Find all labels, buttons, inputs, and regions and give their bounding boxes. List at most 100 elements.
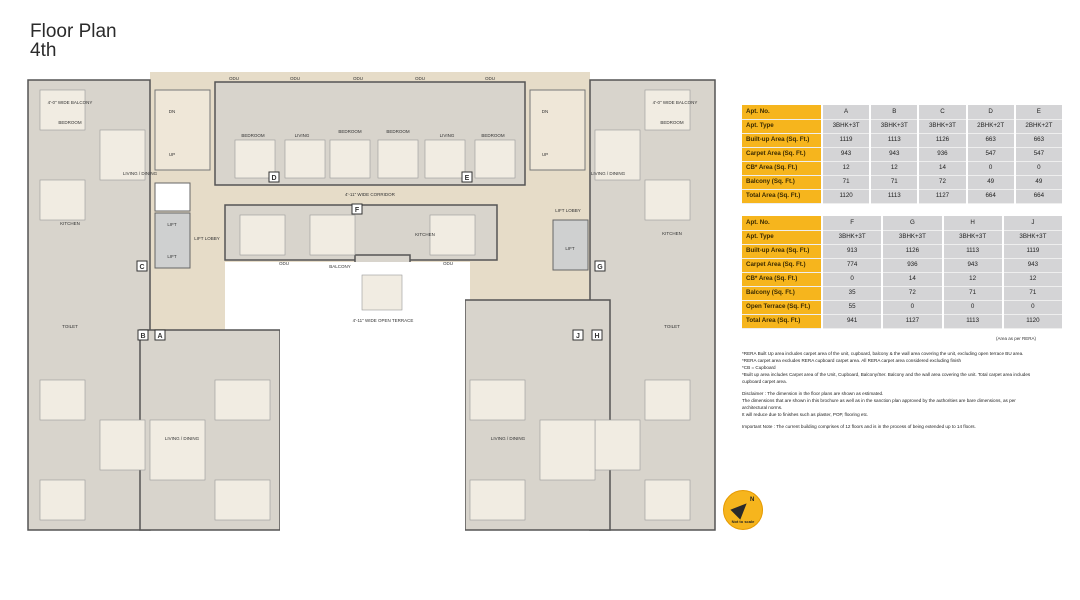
disclaimer: It will reduce due to finishes such as p… — [742, 412, 869, 417]
unit-marker-d: D — [268, 171, 280, 183]
table-cell: 1120 — [822, 189, 872, 204]
table-cell: 49 — [966, 175, 1016, 190]
svg-text:D: D — [271, 175, 276, 182]
table-cell: H — [942, 216, 1004, 231]
table-cell: 936 — [918, 147, 968, 162]
table-cell: 14 — [882, 272, 944, 287]
row-header: CB* Area (Sq. Ft.) — [742, 161, 823, 176]
table-cell: 71 — [1002, 286, 1065, 301]
table-cell: 547 — [1014, 147, 1065, 162]
row-header: Open Terrace (Sq. Ft.) — [742, 300, 823, 315]
table-cell: 0 — [882, 300, 944, 315]
unit-marker-j: J — [572, 329, 584, 341]
unit-marker-b: B — [137, 329, 149, 341]
table-cell: 1127 — [882, 314, 944, 329]
lift-label: LIFT — [167, 222, 177, 227]
toilet-label: TOILET — [664, 324, 680, 329]
table-cell: 12 — [870, 161, 920, 176]
table-cell: J — [1002, 216, 1065, 231]
table-cell: 72 — [918, 175, 968, 190]
table-cell: 1113 — [870, 189, 920, 204]
living-label: LIVING — [295, 133, 310, 138]
table-cell: 3BHK+3T — [822, 230, 884, 245]
table-cell: F — [822, 216, 884, 231]
living-label: LIVING — [440, 133, 455, 138]
scale-caption: Not to scale — [731, 519, 755, 524]
svg-text:A: A — [157, 333, 162, 340]
balcony-label: 4'-0" WIDE BALCONY — [653, 100, 698, 105]
table-cell: 0 — [942, 300, 1004, 315]
open-terrace-label: 4'-11" WIDE OPEN TERRACE — [353, 318, 414, 323]
table-cell: C — [918, 105, 968, 120]
table-cell: 2BHK+2T — [1014, 119, 1065, 134]
unit-marker-g: G — [594, 260, 606, 272]
table-cell: 936 — [882, 258, 944, 273]
table-cell: 664 — [966, 189, 1016, 204]
unit-marker-h: H — [591, 329, 603, 341]
north-compass: N Not to scale — [723, 490, 763, 530]
table-cell: 664 — [1014, 189, 1065, 204]
odu-label: ODU — [279, 261, 289, 266]
table-cell: 12 — [1002, 272, 1065, 287]
unit-marker-c: C — [136, 260, 148, 272]
corridor-label: 4'-11" WIDE CORRIDOR — [345, 192, 396, 197]
odu-label: ODU — [485, 76, 495, 81]
row-header: Apt. No. — [742, 105, 823, 120]
table-cell: E — [1014, 105, 1065, 120]
title-line-2: 4th — [30, 40, 57, 61]
stair-dn-label: DN — [542, 109, 549, 114]
table-cell: 12 — [942, 272, 1004, 287]
table-cell: 49 — [1014, 175, 1065, 190]
lift-lobby-label: LIFT LOBBY — [555, 208, 580, 213]
floor-plan: 4'-11" WIDE CORRIDOR LIFT LIFT LIFT LIFT… — [27, 72, 716, 531]
row-header: CB* Area (Sq. Ft.) — [742, 272, 823, 287]
row-header: Carpet Area (Sq. Ft.) — [742, 258, 823, 273]
row-header: Apt. Type — [742, 230, 823, 245]
table-cell: 1113 — [942, 314, 1004, 329]
table-cell: 3BHK+3T — [942, 230, 1004, 245]
row-header: Balcony (Sq. Ft.) — [742, 286, 823, 301]
table-cell: 12 — [822, 161, 872, 176]
rera-note: *Built up area includes Carpet area of t… — [742, 372, 1031, 384]
table-cell: 1119 — [822, 133, 872, 148]
row-header: Apt. No. — [742, 216, 823, 231]
disclaimer: Disclaimer : The dimension in the floor … — [742, 391, 884, 396]
bedroom-label: BEDROOM — [58, 120, 82, 125]
living-dining-label: LIVING / DINING — [123, 171, 158, 176]
svg-text:C: C — [139, 264, 144, 271]
row-header: Total Area (Sq. Ft.) — [742, 314, 823, 329]
table-cell: 1113 — [870, 133, 920, 148]
odu-label: ODU — [415, 76, 425, 81]
table-cell: 1126 — [882, 244, 944, 259]
unit-marker-e: E — [461, 171, 473, 183]
table-cell: 55 — [822, 300, 884, 315]
lift-label: LIFT — [167, 254, 177, 259]
row-header: Built-up Area (Sq. Ft.) — [742, 133, 823, 148]
svg-text:H: H — [594, 333, 599, 340]
balcony-label: BALCONY — [329, 264, 351, 269]
bedroom-label: BEDROOM — [241, 133, 265, 138]
bedroom-label: BEDROOM — [660, 120, 684, 125]
table-cell: 1126 — [918, 133, 968, 148]
north-arrow-icon — [730, 498, 752, 520]
svg-text:B: B — [140, 333, 145, 340]
bedroom-label: BEDROOM — [481, 133, 505, 138]
table-cell: 943 — [1002, 258, 1065, 273]
svg-text:J: J — [576, 333, 580, 340]
rera-note: *RERA carpet area excludes RERA cupboard… — [742, 358, 962, 363]
table-cell: 35 — [822, 286, 884, 301]
balcony-label: 4'-0" WIDE BALCONY — [48, 100, 93, 105]
living-dining-label: LIVING / DINING — [591, 171, 626, 176]
row-header: Built-up Area (Sq. Ft.) — [742, 244, 823, 259]
table-cell: 0 — [966, 161, 1016, 176]
odu-label: ODU — [229, 76, 239, 81]
table-cell: 774 — [822, 258, 884, 273]
stair-dn-label: DN — [169, 109, 176, 114]
